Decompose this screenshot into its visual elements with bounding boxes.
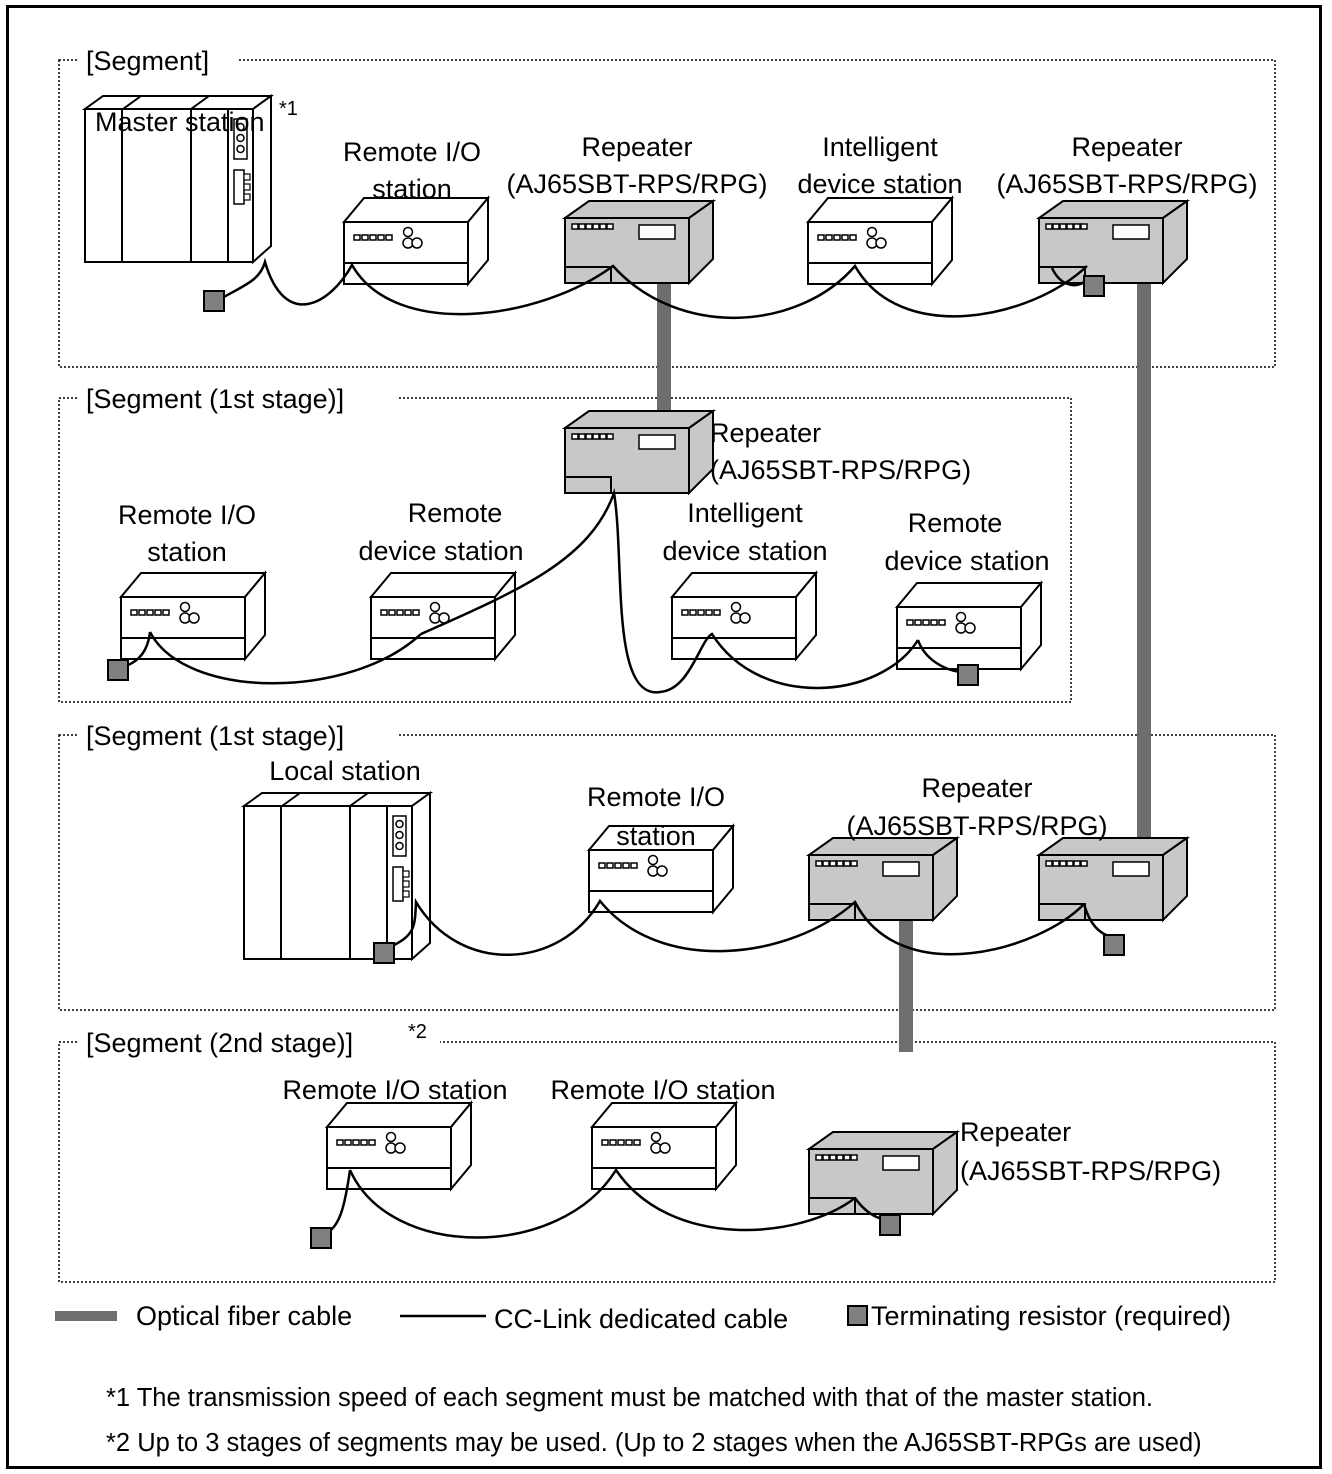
segment-title-4: [Segment (2nd stage)] [86, 1028, 353, 1058]
optical-fiber-cable [1137, 265, 1151, 854]
s2-remote-device-label-2: device station [358, 536, 523, 566]
segment-title-2: [Segment (1st stage)] [86, 384, 344, 414]
legend-optical-label: Optical fiber cable [136, 1301, 352, 1331]
s2-repeater-model: (AJ65SBT-RPS/RPG) [710, 455, 971, 485]
terminator-icon [1083, 275, 1105, 297]
s1-remote-io-label-2: station [372, 174, 452, 204]
s2-repeater-label: Repeater [710, 418, 821, 448]
terminator-icon [1103, 934, 1125, 956]
s3-repeater-model: (AJ65SBT-RPS/RPG) [846, 811, 1107, 841]
s4-remote-io1-label: Remote I/O station [282, 1075, 507, 1105]
repeater-icon [1038, 200, 1188, 284]
master-footnote-mark: *1 [279, 98, 298, 120]
s1-repeater2-model: (AJ65SBT-RPS/RPG) [996, 169, 1257, 199]
optical-fiber-legend-swatch [55, 1311, 117, 1321]
s1-intelligent-label: Intelligent [822, 132, 938, 162]
s1-remote-io-label: Remote I/O [343, 137, 481, 167]
segment-box-4 [58, 1041, 1276, 1283]
terminator-icon [107, 659, 129, 681]
optical-fiber-cable [657, 265, 671, 441]
s1-intelligent-label-2: device station [797, 169, 962, 199]
remote-io-icon [370, 572, 516, 660]
cc-link-cable [393, 897, 1085, 956]
terminator-icon [957, 664, 979, 686]
s1-repeater2-label: Repeater [1071, 132, 1182, 162]
terminator-icon [879, 1214, 901, 1236]
repeater-icon [808, 837, 958, 921]
terminator-legend-icon [847, 1305, 868, 1326]
segment-4-footnote-mark: *2 [408, 1021, 427, 1043]
s4-repeater-label: Repeater [960, 1117, 1071, 1147]
s1-repeater-label: Repeater [581, 132, 692, 162]
remote-io-icon [591, 1102, 737, 1190]
footnote-1: *1 The transmission speed of each segmen… [106, 1384, 1153, 1412]
cc-link-cable [348, 1167, 856, 1239]
s2-intelligent-label: Intelligent [687, 498, 803, 528]
legend-terminator-label: Terminating resistor (required) [871, 1301, 1231, 1331]
terminator-icon [203, 290, 225, 312]
segment-box-3 [58, 734, 1276, 1011]
s2-remote-device2-label-2: device station [884, 546, 1049, 576]
s3-remote-io-label: Remote I/O [587, 782, 725, 812]
cc-link-cable [221, 257, 1088, 319]
s2-intelligent-label-2: device station [662, 536, 827, 566]
plc-rack-icon [243, 792, 431, 960]
repeater-icon [564, 200, 714, 284]
s2-remote-io-label-2: station [147, 537, 227, 567]
segment-title-1: [Segment] [86, 46, 209, 76]
segment-box-1 [58, 59, 1276, 368]
segment-title-3: [Segment (1st stage)] [86, 721, 344, 751]
terminator-icon [373, 942, 395, 964]
cc-link-cable [148, 488, 920, 694]
legend-cclink-label: CC-Link dedicated cable [494, 1304, 788, 1334]
optical-fiber-cable [899, 904, 913, 1052]
remote-io-icon [671, 572, 817, 660]
remote-io-icon [120, 572, 266, 660]
repeater-icon [808, 1131, 958, 1215]
s1-repeater-model: (AJ65SBT-RPS/RPG) [506, 169, 767, 199]
s2-remote-io-label: Remote I/O [118, 500, 256, 530]
remote-io-icon [896, 582, 1042, 670]
s2-remote-device2-label: Remote [908, 508, 1003, 538]
terminator-icon [310, 1227, 332, 1249]
segment-box-2 [58, 397, 1072, 703]
remote-io-icon [343, 197, 489, 285]
figure-frame [6, 5, 1322, 1469]
master-station-label: Master station [95, 107, 265, 137]
footnote-2: *2 Up to 3 stages of segments may be use… [106, 1429, 1202, 1457]
repeater-icon [1038, 837, 1188, 921]
remote-io-icon [807, 197, 953, 285]
s3-remote-io-label-2: station [616, 821, 696, 851]
s3-local-station-label: Local station [269, 756, 421, 786]
s2-remote-device-label: Remote [408, 498, 503, 528]
s3-repeater-label: Repeater [921, 773, 1032, 803]
s4-repeater-model: (AJ65SBT-RPS/RPG) [960, 1156, 1221, 1186]
repeater-icon [564, 410, 714, 494]
s4-remote-io2-label: Remote I/O station [550, 1075, 775, 1105]
